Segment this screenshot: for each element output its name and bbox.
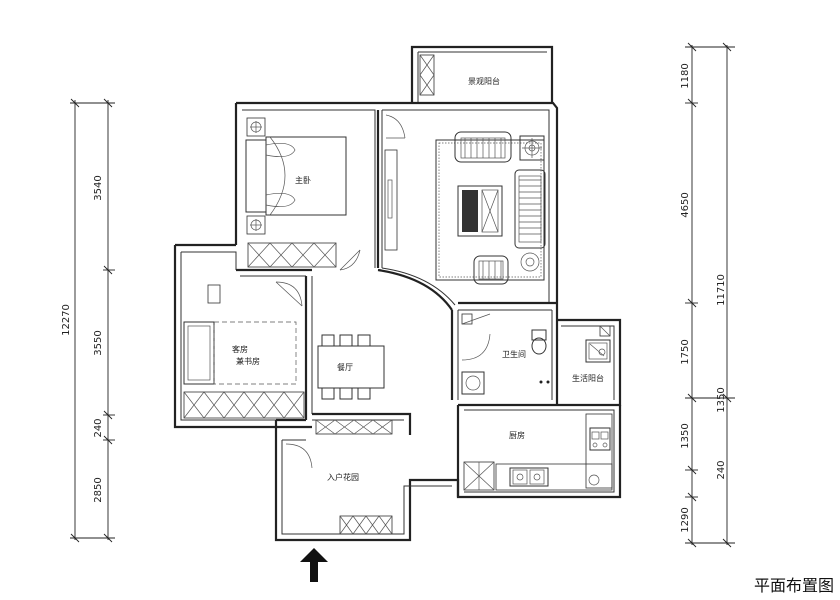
entrance-arrow-icon	[300, 548, 328, 582]
dim-left-total: 12270	[61, 304, 72, 336]
room-label-study-1: 客房	[232, 344, 248, 354]
dim-left-2: 3550	[93, 330, 104, 355]
kitchen: 厨房	[463, 413, 613, 491]
dim-left-1: 3540	[93, 175, 104, 200]
dim-left-4: 2850	[93, 477, 104, 502]
study: 客房 兼书房	[183, 281, 305, 419]
dim-right-6: 1290	[680, 507, 691, 532]
room-label-dining: 餐厅	[337, 363, 353, 372]
dim-left-3: 240	[93, 418, 104, 437]
dim-right-1: 1180	[680, 63, 691, 88]
dim-right-2: 4650	[680, 192, 691, 217]
bedroom: 主卧	[245, 117, 361, 271]
entry-garden: 入户花园	[285, 443, 393, 535]
dim-right-1350-b: 1350	[716, 387, 727, 412]
living-room	[384, 114, 546, 285]
room-label-bedroom: 主卧	[295, 175, 311, 185]
dim-right-3: 1750	[680, 339, 691, 364]
dim-right-5: 240	[716, 460, 727, 479]
utility-balcony: 生活阳台	[572, 325, 611, 383]
left-dimension-chain: 3540 3550 240 2850 12270	[61, 98, 115, 543]
drawing-title: 平面布置图	[753, 576, 834, 595]
dim-right-4: 1350	[680, 423, 691, 448]
room-label-utility: 生活阳台	[572, 373, 604, 383]
room-label-balcony: 景观阳台	[468, 76, 500, 86]
room-label-entry: 入户花园	[327, 472, 359, 482]
room-label-kitchen: 厨房	[509, 430, 525, 440]
bathroom: 卫生间	[461, 313, 550, 395]
room-label-bath: 卫生间	[502, 349, 526, 359]
dining: 餐厅	[315, 334, 393, 435]
right-dimension-chain: 1180 4650 1750 1350 240 1290 11710 1350	[680, 42, 735, 548]
balcony-top: 景观阳台	[419, 54, 500, 96]
room-label-study-2: 兼书房	[236, 356, 260, 366]
dim-right-total: 11710	[716, 274, 727, 306]
walls	[173, 45, 622, 542]
